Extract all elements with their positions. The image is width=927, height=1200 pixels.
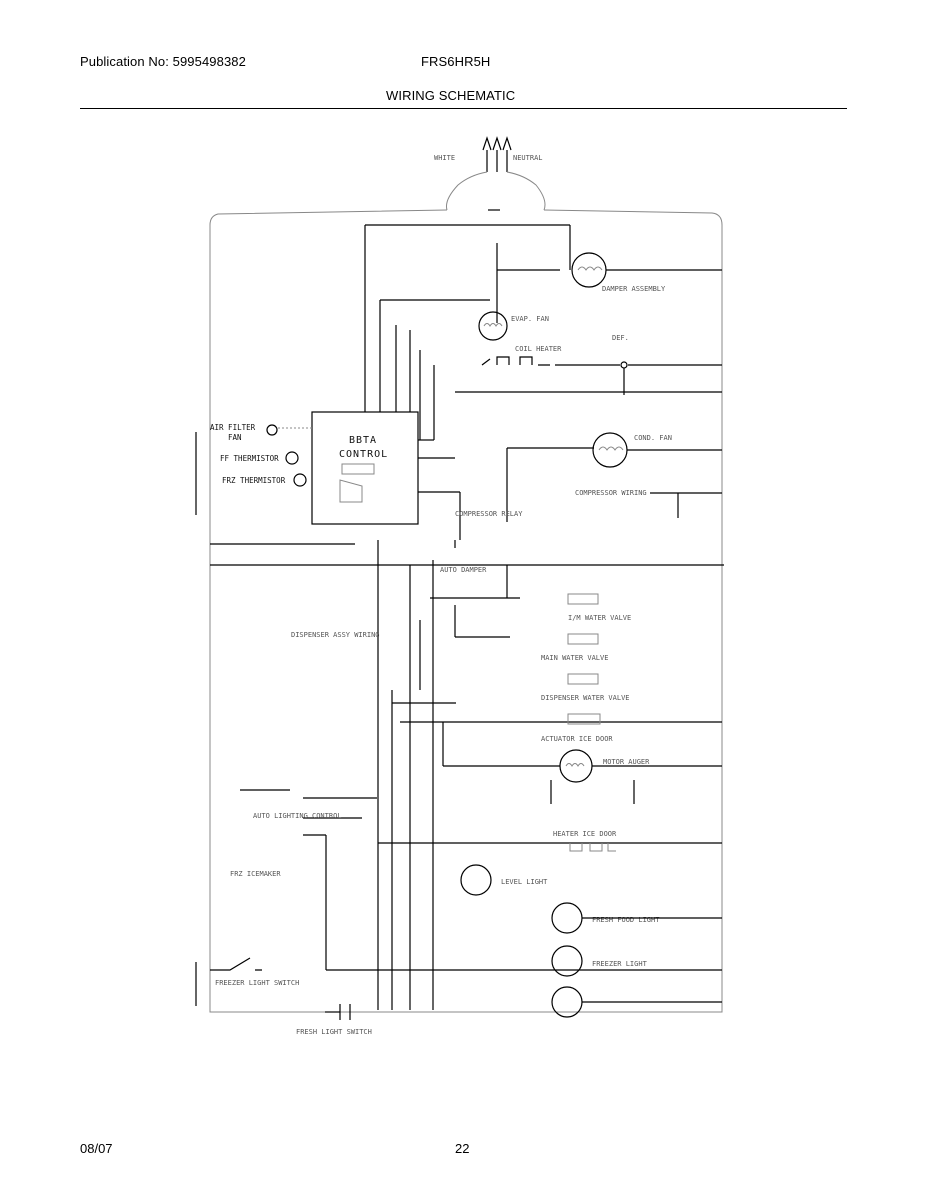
damper-motor-icon: [571, 252, 607, 288]
damper-label: DAMPER ASSEMBLY: [602, 285, 666, 293]
cond-fan-icon: [592, 432, 628, 468]
main-water-valve-icon: [567, 633, 599, 645]
ff-thermistor-label: FF THERMISTOR: [220, 454, 279, 463]
motor-auger-label: MOTOR AUGER: [603, 758, 650, 766]
ff-thermistor-icon: [285, 451, 299, 465]
dispenser-water-valve-label: DISPENSER WATER VALVE: [541, 694, 630, 702]
neutral-label: NEUTRAL: [513, 154, 543, 162]
actuator-ice-door-label: ACTUATOR ICE DOOR: [541, 735, 613, 743]
fresh-food-light-label: FRESH FOOD LIGHT: [592, 916, 660, 924]
model-number: FRS6HR5H: [421, 54, 491, 69]
motor-auger-icon: [559, 749, 593, 783]
freezer-light-icon: [551, 945, 583, 977]
footer-date: 08/07: [80, 1141, 113, 1156]
auto-lighting-label: AUTO LIGHTING CONTROL: [253, 812, 342, 820]
freezer-light-label: FREEZER LIGHT: [592, 960, 648, 968]
publication-number: Publication No: 5995498382: [80, 54, 246, 69]
evap-fan-icon: [478, 311, 508, 341]
power-plug: [446, 136, 546, 211]
level-light-label: LEVEL LIGHT: [501, 878, 548, 886]
im-water-valve-icon: [567, 593, 599, 605]
white-label: WHITE: [434, 154, 455, 162]
coil-heater-label: COIL HEATER: [515, 345, 562, 353]
auto-damper-label: AUTO DAMPER: [440, 566, 487, 574]
page-title: WIRING SCHEMATIC: [386, 88, 516, 103]
defrost-label: DEF.: [612, 334, 629, 342]
fresh-light-switch-label: FRESH LIGHT SWITCH: [296, 1028, 372, 1036]
compressor-wiring-label: COMPRESSOR WIRING: [575, 489, 647, 497]
air-filter-label: AIR FILTER: [210, 423, 256, 432]
dispenser-water-valve-icon: [567, 673, 599, 685]
control-label-a: BBTA: [349, 435, 377, 446]
evap-fan-label: EVAP. FAN: [511, 315, 549, 323]
dispenser-wiring-label: DISPENSER ASSY WIRING: [291, 631, 380, 639]
heater-ice-door-label: HEATER ICE DOOR: [553, 830, 617, 838]
bbta-control-board: [311, 411, 419, 525]
control-label-b: CONTROL: [339, 449, 388, 460]
fresh-food-light-icon: [551, 902, 583, 934]
air-filter-fan-icon: [266, 424, 278, 436]
frz-icemaker-label: FRZ ICEMAKER: [230, 870, 281, 878]
header-divider: [80, 108, 847, 109]
main-loop-wire: [209, 209, 723, 1013]
actuator-ice-door-icon: [567, 713, 601, 725]
cond-fan-label: COND. FAN: [634, 434, 672, 442]
level-light-icon: [460, 864, 492, 896]
freezer-light-switch-label: FREEZER LIGHT SWITCH: [215, 979, 299, 987]
frz-thermistor-label: FRZ THERMISTOR: [222, 476, 286, 485]
main-water-valve-label: MAIN WATER VALVE: [541, 654, 608, 662]
compressor-relay-label: COMPRESSOR RELAY: [455, 510, 523, 518]
im-water-valve-label: I/M WATER VALVE: [568, 614, 631, 622]
page-number: 22: [455, 1141, 470, 1156]
frz-thermistor-icon: [293, 473, 307, 487]
air-filter-fan-label: FAN: [228, 433, 242, 442]
